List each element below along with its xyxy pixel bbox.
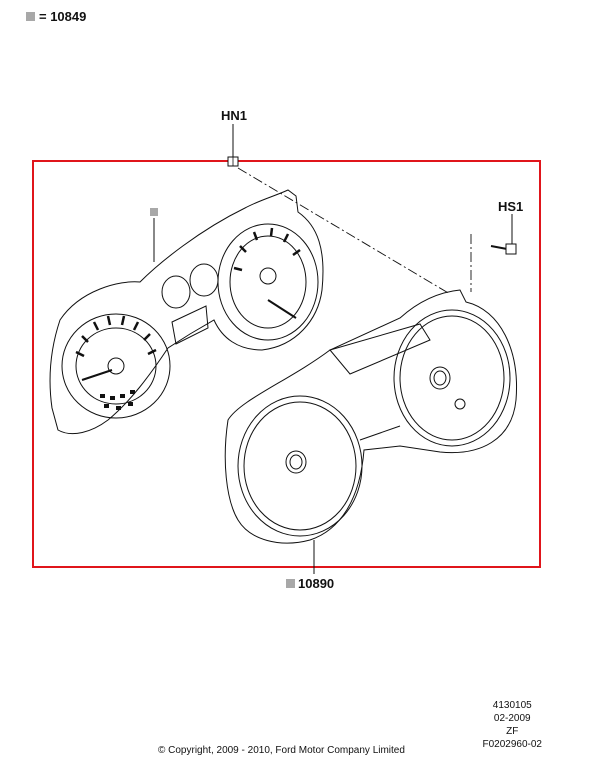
legend-text: = 10849	[39, 9, 87, 24]
part-10890-text: 10890	[298, 576, 335, 591]
alignment-lines	[237, 167, 472, 295]
tachometer-ticks	[233, 227, 301, 272]
reference-block: 4130105 02-2009 ZF F0202960-02	[483, 699, 543, 751]
callout-hn1: HN1	[221, 108, 248, 123]
speedometer-ticks	[75, 315, 157, 358]
assembly-frame	[32, 160, 541, 568]
part-10890-label: 10890	[286, 576, 334, 591]
gray-square-marker-icon	[26, 12, 35, 21]
warning-lamps	[100, 390, 135, 410]
hs1-screw-icon	[490, 243, 517, 255]
legend: = 10849	[26, 9, 86, 24]
gray-square-marker-icon	[286, 579, 295, 588]
cluster-face-plate	[49, 189, 324, 435]
reference-line2: 02-2009	[493, 713, 531, 724]
reference-line3: ZF	[506, 726, 519, 737]
rear-housing	[224, 289, 518, 544]
callout-hs1: HS1	[498, 199, 524, 214]
reference-line1: 4130105	[492, 700, 532, 711]
reference-line4: F0202960-02	[482, 739, 543, 750]
copyright-text: © Copyright, 2009 - 2010, Ford Motor Com…	[158, 745, 405, 756]
face-plate-marker-icon	[150, 208, 158, 216]
hn1-nut-icon	[227, 156, 239, 167]
